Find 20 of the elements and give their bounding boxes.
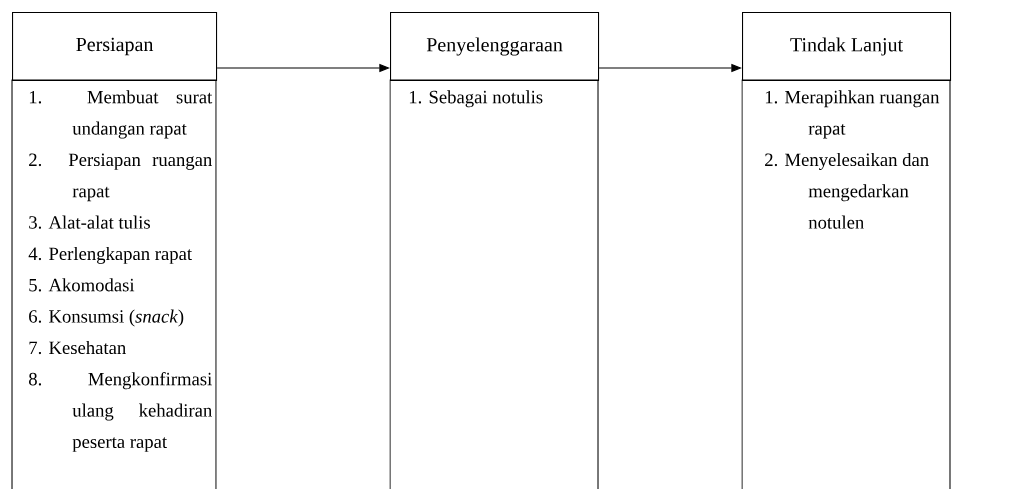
list-item: 1. Sebagai notulis [409,90,543,108]
header-box [742,12,952,82]
list-item: 2. Persiapan ruangan rapat [29,153,212,202]
list-item: 7. Kesehatan [29,340,126,355]
header-title: Penyelenggaraan [426,37,563,56]
list-item: 1. Membuat surat undangan rapat [29,90,213,139]
list-item: 2. Menyelesaikan dan mengedarkan notulen [765,152,929,229]
header-box [12,12,218,82]
list-panel [741,79,951,489]
header-box [390,12,600,82]
list-item: 6. Konsumsi (snack) [29,309,184,327]
list-item: 4. Perlengkapan rapat [28,246,192,264]
list-panel [11,79,217,489]
list-item: 5. Akomodasi [29,278,135,292]
header-title: Persiapan [76,37,154,56]
list-panel [389,79,599,489]
list-item: 8. Mengkonfirmasi ulang kehadiran peserta rapat [29,372,212,452]
header-title: Tindak Lanjut [790,37,903,56]
list-item: 3. Alat-alat tulis [29,215,150,229]
list-item: 1. Merapihkan ruangan rapat [765,90,940,139]
